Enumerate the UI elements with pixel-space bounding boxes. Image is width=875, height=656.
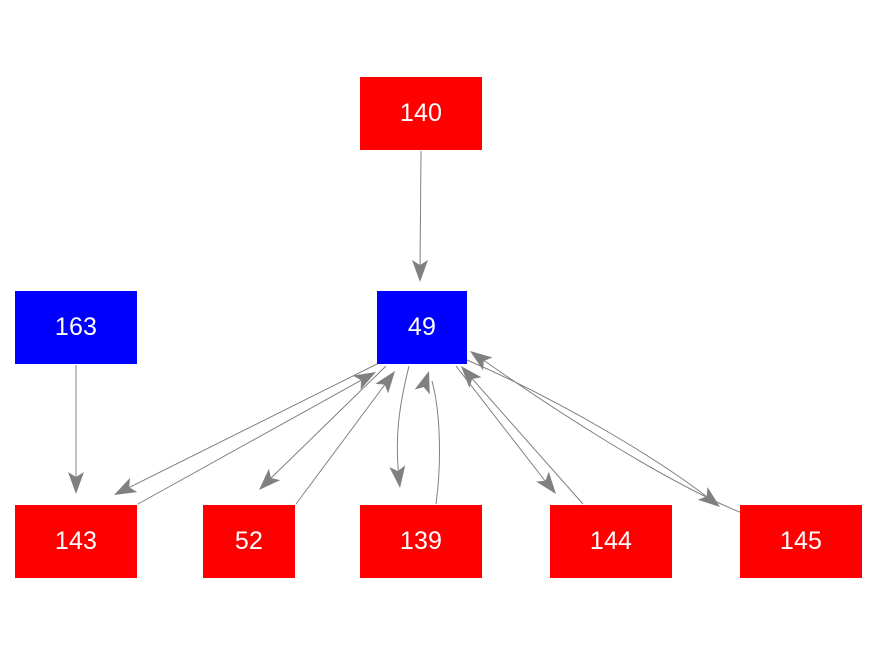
graph-edge <box>414 371 440 505</box>
graph-edge <box>68 365 84 494</box>
edge-arrowhead <box>68 472 84 494</box>
edge-arrowhead <box>375 371 395 394</box>
graph-node-label: 144 <box>589 527 633 555</box>
edge-arrowhead <box>536 471 556 494</box>
graph-edge <box>461 366 584 505</box>
graph-node-144[interactable]: 144 <box>550 505 672 578</box>
graph-edge <box>114 362 380 495</box>
graph-edge <box>412 150 428 282</box>
graph-node-143[interactable]: 143 <box>15 505 137 578</box>
graph-edge <box>455 365 556 494</box>
edge-line <box>455 365 550 487</box>
graph-node-label: 145 <box>779 527 823 555</box>
graph-edge <box>295 371 395 505</box>
graph-node-163[interactable]: 163 <box>15 291 137 364</box>
edge-line <box>419 150 422 273</box>
graph-edge <box>137 372 376 505</box>
graph-node-140[interactable]: 140 <box>360 77 482 150</box>
graph-node-label: 163 <box>54 313 98 341</box>
edge-arrowhead <box>470 351 493 371</box>
graph-node-label: 49 <box>407 313 437 341</box>
graph-edge <box>389 365 410 488</box>
edge-arrowhead <box>414 371 430 395</box>
graph-node-145[interactable]: 145 <box>740 505 862 578</box>
edge-arrowhead <box>389 465 406 488</box>
edge-line <box>467 373 584 505</box>
edge-line <box>266 365 387 483</box>
edge-line <box>396 365 410 479</box>
graph-node-52[interactable]: 52 <box>203 505 295 578</box>
graph-node-49[interactable]: 49 <box>377 291 467 364</box>
edge-line <box>137 376 368 505</box>
graph-edge <box>259 365 387 490</box>
graph-node-label: 139 <box>399 527 443 555</box>
edge-arrowhead <box>697 487 720 507</box>
graph-node-label: 140 <box>399 99 443 127</box>
edge-line <box>478 356 743 514</box>
graph-node-139[interactable]: 139 <box>360 505 482 578</box>
edge-line <box>123 362 380 491</box>
edge-arrowhead <box>114 477 138 495</box>
graph-edge <box>466 359 720 507</box>
edge-line <box>295 378 390 505</box>
graph-edge <box>470 351 743 514</box>
edge-line <box>466 359 712 501</box>
edge-arrowhead <box>461 366 482 388</box>
edge-arrowhead <box>412 260 428 282</box>
graph-node-label: 52 <box>234 527 264 555</box>
graph-node-label: 143 <box>54 527 98 555</box>
edge-line <box>431 380 440 505</box>
edge-arrowhead <box>259 468 281 490</box>
edge-arrowhead <box>352 372 376 390</box>
